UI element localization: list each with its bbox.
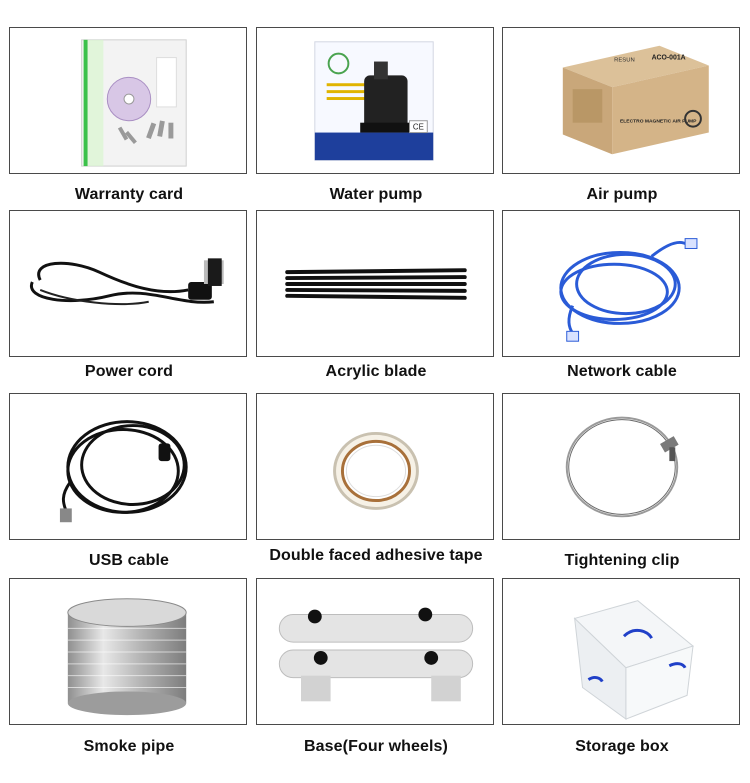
item-label: Double faced adhesive tape: [269, 547, 483, 564]
item-label: Power cord: [84, 363, 174, 380]
item-frame: [502, 210, 740, 357]
smoke-pipe-icon: [67, 598, 187, 716]
item-label: Water pump: [329, 186, 423, 203]
storage-box-icon: [573, 600, 695, 721]
air-pump-brand: RESUN: [614, 58, 635, 64]
item-frame: [502, 578, 740, 725]
air-pump-title: ELECTRO MAGNETIC AIR PUMP: [620, 119, 697, 125]
item-frame: [256, 393, 494, 540]
item-frame: [502, 393, 740, 540]
item-label: Warranty card: [74, 186, 184, 203]
water-pump-icon: CE: [314, 41, 434, 161]
item-label: Network cable: [567, 363, 677, 380]
item-frame: [9, 210, 247, 357]
item-frame: [256, 578, 494, 725]
item-frame: CE: [256, 27, 494, 174]
item-label: USB cable: [88, 552, 170, 569]
ce-mark: CE: [413, 123, 424, 132]
item-frame: [256, 210, 494, 357]
tightening-clip-icon: [565, 416, 679, 518]
item-frame: [9, 27, 247, 174]
air-pump-model: ACO-001A: [652, 55, 686, 62]
adhesive-tape-icon: [333, 431, 419, 510]
item-label: Smoke pipe: [83, 738, 175, 755]
base-wheels-icon: [278, 607, 474, 702]
item-frame: RESUN ACO-001A ELECTRO MAGNETIC AIR PUMP: [502, 27, 740, 174]
network-cable-icon: [559, 238, 698, 342]
air-pump-icon: RESUN ACO-001A ELECTRO MAGNETIC AIR PUMP: [562, 45, 709, 155]
warranty-card-icon: [81, 39, 187, 167]
power-cord-icon: [29, 258, 224, 306]
item-label: Storage box: [575, 738, 669, 755]
item-frame: [9, 578, 247, 725]
item-frame: [9, 393, 247, 540]
item-label: Acrylic blade: [325, 363, 427, 380]
acrylic-blade-icon: [285, 268, 467, 300]
item-label: Base(Four wheels): [304, 738, 448, 755]
item-label: Tightening clip: [564, 552, 680, 569]
item-label: Air pump: [586, 186, 658, 203]
usb-cable-icon: [59, 420, 188, 523]
